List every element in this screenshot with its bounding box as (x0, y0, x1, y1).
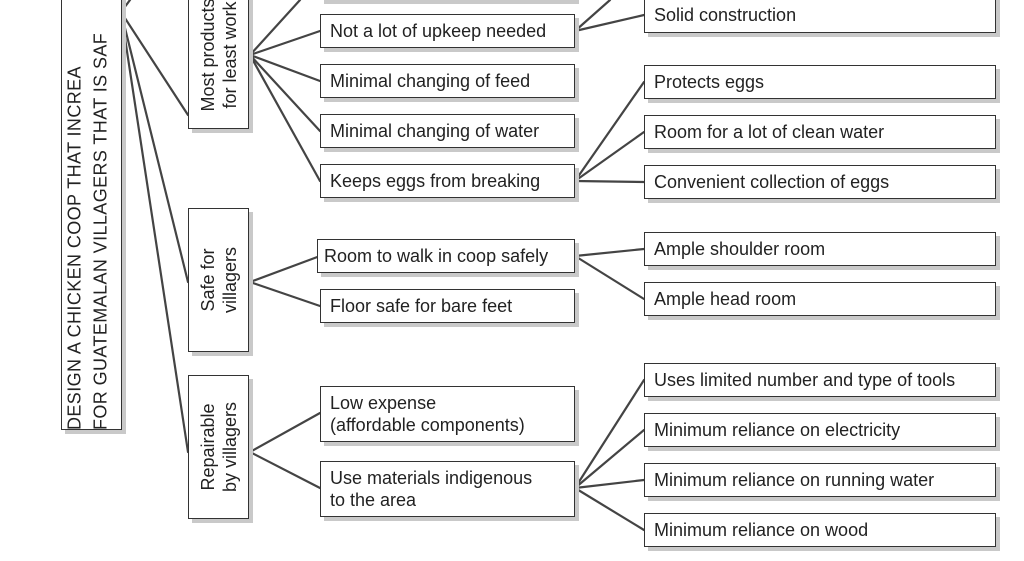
subobjective-floor: Floor safe for bare feet (320, 289, 575, 323)
subobjective-water: Minimal changing of water (320, 114, 575, 148)
subobjective-feed: Minimal changing of feed (320, 64, 575, 98)
criterion-electricity: Minimum reliance on electricity (644, 413, 996, 447)
connector-eggs-cleanwater (573, 130, 646, 183)
connector-productive-upkeep (248, 29, 322, 57)
connector-materials-electricity (573, 428, 646, 490)
criterion-collection: Convenient collection of eggs (644, 165, 996, 199)
subobjective-expense: Low expense (affordable components) (320, 386, 575, 442)
connector-materials-running-water (573, 478, 646, 490)
objective-productive-box: Most products for least work (188, 0, 249, 129)
objective-productive-label: Most products for least work (197, 0, 240, 112)
objective-safe-label: Safe for villagers (197, 246, 240, 314)
connector-upkeep-top (573, 0, 612, 33)
root-goal-line-2: FOR GUATEMALAN VILLAGERS THAT IS SAF (90, 32, 110, 430)
objective-safe-box: Safe for villagers (188, 208, 249, 352)
connector-root-safe (119, 10, 190, 284)
criterion-head: Ample head room (644, 282, 996, 316)
criterion-wood: Minimum reliance on wood (644, 513, 996, 547)
connector-productive-feed (248, 53, 322, 83)
criterion-protects: Protects eggs (644, 65, 996, 99)
connector-root-top (119, 0, 132, 14)
subobjective-upkeep: Not a lot of upkeep needed (320, 14, 575, 48)
connector-root-repairable (119, 10, 190, 454)
connector-walk-shoulder (573, 247, 646, 258)
criterion-clean-water: Room for a lot of clean water (644, 115, 996, 149)
connector-productive-top (248, 0, 302, 57)
subobjective-walk: Room to walk in coop safely (317, 239, 575, 273)
objective-repairable-box: Repairable by villagers (188, 375, 249, 519)
criterion-solid: Solid construction (644, 0, 996, 33)
subobjective-materials: Use materials indigenous to the area (320, 461, 575, 517)
connector-repairable-expense (248, 411, 322, 454)
root-goal-box: DESIGN A CHICKEN COOP THAT INCREA FOR GU… (61, 0, 122, 430)
connector-repairable-materials (248, 450, 322, 490)
root-goal-line-1: DESIGN A CHICKEN COOP THAT INCREA (64, 66, 84, 430)
connector-safe-floor (248, 280, 322, 308)
connector-safe-walk (248, 254, 322, 284)
connector-upkeep-solid (573, 13, 646, 33)
connector-eggs-protects (573, 80, 646, 183)
subobjective-eggs: Keeps eggs from breaking (320, 164, 575, 198)
connector-productive-water (248, 53, 322, 133)
connector-walk-head (573, 254, 646, 301)
criterion-running-water: Minimum reliance on running water (644, 463, 996, 497)
criterion-tools: Uses limited number and type of tools (644, 363, 996, 397)
criterion-shoulder: Ample shoulder room (644, 232, 996, 266)
objective-repairable-label: Repairable by villagers (197, 401, 240, 493)
connector-materials-wood (573, 486, 646, 532)
root-goal-text: DESIGN A CHICKEN COOP THAT INCREA FOR GU… (62, 0, 121, 430)
connector-root-productive (119, 10, 190, 117)
connector-eggs-collection (573, 179, 646, 184)
connector-productive-eggs (248, 53, 322, 183)
connector-materials-tools (573, 378, 646, 490)
